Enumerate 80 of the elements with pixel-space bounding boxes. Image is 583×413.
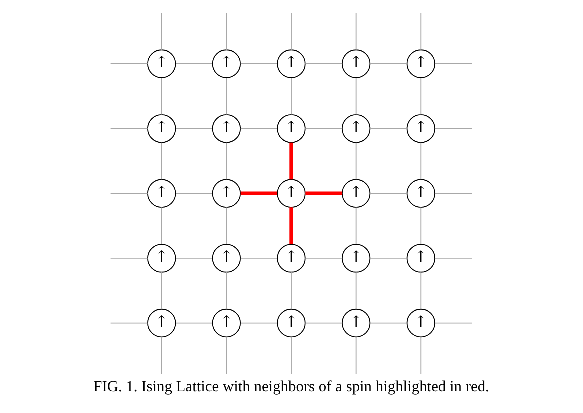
- connector: [305, 258, 343, 259]
- connector: [420, 336, 422, 375]
- connector: [161, 336, 162, 375]
- node-circle: ↑: [212, 244, 242, 273]
- connector: [420, 207, 422, 245]
- node-circle: ↑: [406, 244, 436, 273]
- connector: [176, 322, 213, 324]
- connector: [110, 128, 148, 130]
- connector: [110, 322, 148, 324]
- node-circle: ↑: [342, 50, 371, 78]
- connector: [370, 322, 408, 324]
- connector: [420, 272, 422, 310]
- node-circle: ↑: [406, 114, 436, 144]
- connector: [110, 258, 148, 259]
- node-circle: ↑: [406, 179, 436, 208]
- connector: [290, 142, 294, 180]
- connector: [290, 208, 294, 244]
- connector: [226, 336, 228, 375]
- node-circle: ↑: [406, 308, 436, 338]
- connector: [161, 12, 162, 51]
- node-circle: ↑: [148, 179, 176, 208]
- connector: [176, 128, 213, 130]
- connector: [240, 258, 278, 259]
- node-circle: ↑: [277, 308, 306, 338]
- connector: [176, 258, 213, 259]
- node-circle: ↑: [212, 308, 242, 338]
- node-circle: ↑: [277, 114, 306, 144]
- node-circle: ↑: [342, 244, 371, 273]
- connector: [356, 336, 357, 375]
- node-circle: ↑: [342, 179, 371, 208]
- connector: [226, 207, 228, 245]
- connector: [434, 322, 472, 324]
- node-circle: ↑: [212, 50, 242, 78]
- connector: [370, 193, 408, 194]
- node-circle: ↑: [277, 50, 306, 78]
- connector: [305, 128, 343, 130]
- connector: [161, 78, 162, 116]
- node-circle: ↑: [212, 179, 242, 208]
- connector: [291, 78, 292, 116]
- connector: [434, 193, 472, 194]
- node-circle: ↑: [148, 50, 176, 78]
- connector: [226, 78, 228, 116]
- connector: [434, 128, 472, 130]
- node-circle: ↑: [148, 244, 176, 273]
- connector: [226, 142, 228, 180]
- connector: [356, 272, 357, 310]
- node-circle: ↑: [342, 308, 371, 338]
- connector: [226, 272, 228, 310]
- connector: [370, 128, 408, 130]
- connector: [305, 322, 343, 324]
- node-circle: ↑: [148, 308, 176, 338]
- node-circle: ↑: [342, 114, 371, 144]
- connector: [356, 207, 357, 245]
- connector: [240, 322, 278, 324]
- connector: [291, 272, 292, 310]
- connector: [420, 142, 422, 180]
- connector: [161, 142, 162, 180]
- connector: [176, 193, 213, 194]
- connector: [434, 258, 472, 259]
- connector: [240, 128, 278, 130]
- node-circle: ↑: [212, 114, 242, 144]
- node-circle: ↑: [277, 179, 306, 208]
- caption: FIG. 1. Ising Lattice with neighbors of a spin highlighted in red.: [94, 378, 490, 396]
- connector: [226, 12, 228, 51]
- connector: [420, 12, 422, 51]
- connector: [356, 142, 357, 180]
- connector: [420, 78, 422, 116]
- connector: [356, 78, 357, 116]
- connector: [240, 192, 278, 196]
- connector: [161, 272, 162, 310]
- node-circle: ↑: [406, 50, 436, 78]
- connector: [161, 207, 162, 245]
- node-circle: ↑: [148, 114, 176, 144]
- connector: [306, 192, 342, 196]
- connector: [291, 12, 292, 51]
- node-circle: ↑: [277, 244, 306, 273]
- connector: [110, 193, 148, 194]
- connector: [370, 258, 408, 259]
- connector: [291, 336, 292, 375]
- connector: [356, 12, 357, 51]
